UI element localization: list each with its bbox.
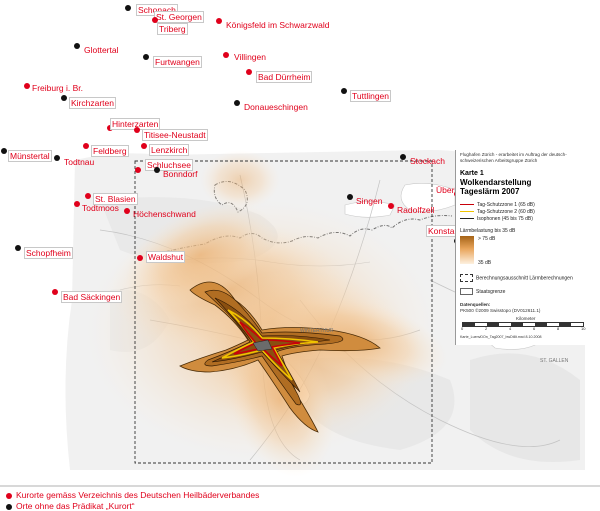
town-label: Schopfheim xyxy=(24,247,73,259)
town-label: Lenzkirch xyxy=(149,144,190,156)
red-dot-icon xyxy=(124,208,130,214)
red-dot-icon xyxy=(388,203,394,209)
legend-exposure-ramp xyxy=(460,236,474,264)
legend-isophones: Isophonen (45 bis 75 dB) xyxy=(460,216,533,222)
town-label: Münstertal xyxy=(8,150,52,162)
town-label: Bonndorf xyxy=(163,169,198,179)
legend-ausschnitt: Berechnungsausschnitt Lärmberechnungen xyxy=(460,274,590,284)
black-dot-icon xyxy=(143,54,149,60)
town-label: Stockach xyxy=(410,156,445,166)
legend-title-1: Wolkendarstellung xyxy=(460,178,532,187)
legend-exposure: Lärmbelastung bis 35 dB xyxy=(460,228,516,234)
legend-border: Staatsgrenze xyxy=(460,288,505,295)
town-label: Furtwangen xyxy=(153,56,202,68)
black-dot-icon xyxy=(234,100,240,106)
black-dot-icon xyxy=(74,43,80,49)
legend-footer: Karte_LuenvDOn_Tag2007_bwDt8t.mxd 8.10.2… xyxy=(460,335,542,339)
town-label: Titisee-Neustadt xyxy=(142,129,208,141)
town-label: Kirchzarten xyxy=(69,97,116,109)
map-legend: Flughafen Zürich - erarbeitet im Auftrag… xyxy=(455,150,600,345)
scale-tick-label: 4 xyxy=(509,326,512,331)
black-dot-icon xyxy=(54,155,60,161)
town-label: St. Georgen xyxy=(154,11,204,23)
map-label-winterthur: WINTERTHUR xyxy=(300,328,334,334)
red-dot-icon xyxy=(137,255,143,261)
legend-datenquellen-title: Datenquellen: xyxy=(460,302,491,307)
town-label: Todtnau xyxy=(64,157,95,167)
legend-zone1: Tag-Schutzzone 1 (65 dB) xyxy=(460,202,535,208)
town-label: Bad Dürrheim xyxy=(256,71,313,83)
red-dot-icon xyxy=(24,83,30,89)
town-label: Bad Säckingen xyxy=(61,291,123,303)
black-dot-icon xyxy=(1,148,7,154)
town-label: Freiburg i. Br. xyxy=(32,83,84,93)
town-label: Feldberg xyxy=(91,145,129,157)
red-dot-icon xyxy=(6,492,12,499)
calculation-extent-box xyxy=(134,160,433,464)
legend-datenquellen: PK500 ©2009 Swisstopo (DV012611.1) xyxy=(460,308,541,313)
scale-tick-label: 8 xyxy=(557,326,560,331)
legend-scale-label: Kilometer xyxy=(516,316,536,321)
black-dot-icon xyxy=(15,245,21,251)
red-dot-icon xyxy=(83,143,89,149)
red-dot-icon xyxy=(85,193,91,199)
black-dot-icon xyxy=(61,95,67,101)
town-label: Waldshut xyxy=(146,251,186,263)
town-label: Glottertal xyxy=(84,45,119,55)
red-dot-icon xyxy=(223,52,229,58)
town-label: St. Blasien xyxy=(93,193,138,205)
legend-karte: Karte 1 xyxy=(460,170,484,177)
red-dot-icon xyxy=(52,289,58,295)
scale-tick-label: 6 xyxy=(533,326,536,331)
town-label: Villingen xyxy=(234,52,266,62)
town-label: Triberg xyxy=(157,23,188,35)
town-label: Todtmoos xyxy=(82,203,119,213)
scale-tick-label: 0 xyxy=(461,326,464,331)
scale-tick-label: 10 xyxy=(581,326,586,331)
town-label: Tuttlingen xyxy=(350,90,392,102)
legend-scale-ticks: 0 2 4 6 8 10 xyxy=(456,326,596,332)
black-dot-icon xyxy=(6,503,12,510)
town-label: Radolfzell xyxy=(397,205,435,215)
symbol-legend-orte: Orte ohne das Prädikat „Kurort“ xyxy=(6,501,135,511)
map-label-st-gallen: ST. GALLEN xyxy=(540,358,569,364)
town-label: Höchenschwand xyxy=(133,209,196,219)
legend-title-2: Tageslärm 2007 xyxy=(460,187,520,196)
symbol-legend-kurorte: Kurorte gemäss Verzeichnis des Deutschen… xyxy=(6,490,259,500)
town-label: Königsfeld im Schwarzwald xyxy=(226,20,330,30)
red-dot-icon xyxy=(216,18,222,24)
black-dot-icon xyxy=(400,154,406,160)
black-dot-icon xyxy=(347,194,353,200)
legend-exposure-low: 35 dB xyxy=(478,260,492,266)
legend-zone2: Tag-Schutzzone 2 (60 dB) xyxy=(460,209,535,215)
red-dot-icon xyxy=(141,143,147,149)
scale-tick-label: 2 xyxy=(485,326,488,331)
legend-source: Flughafen Zürich - erarbeitet im Auftrag… xyxy=(460,152,567,163)
red-dot-icon xyxy=(135,167,141,173)
red-dot-icon xyxy=(246,69,252,75)
red-dot-icon xyxy=(134,127,140,133)
town-label: Donaueschingen xyxy=(244,102,308,112)
black-dot-icon xyxy=(154,167,160,173)
red-dot-icon xyxy=(74,201,80,207)
red-dot-icon xyxy=(152,17,158,23)
black-dot-icon xyxy=(341,88,347,94)
black-dot-icon xyxy=(125,5,131,11)
legend-exposure-high: > 75 dB xyxy=(478,236,496,242)
town-label: Singen xyxy=(356,196,383,206)
legend-scale-bar xyxy=(462,322,584,327)
noise-footprint xyxy=(179,281,381,433)
